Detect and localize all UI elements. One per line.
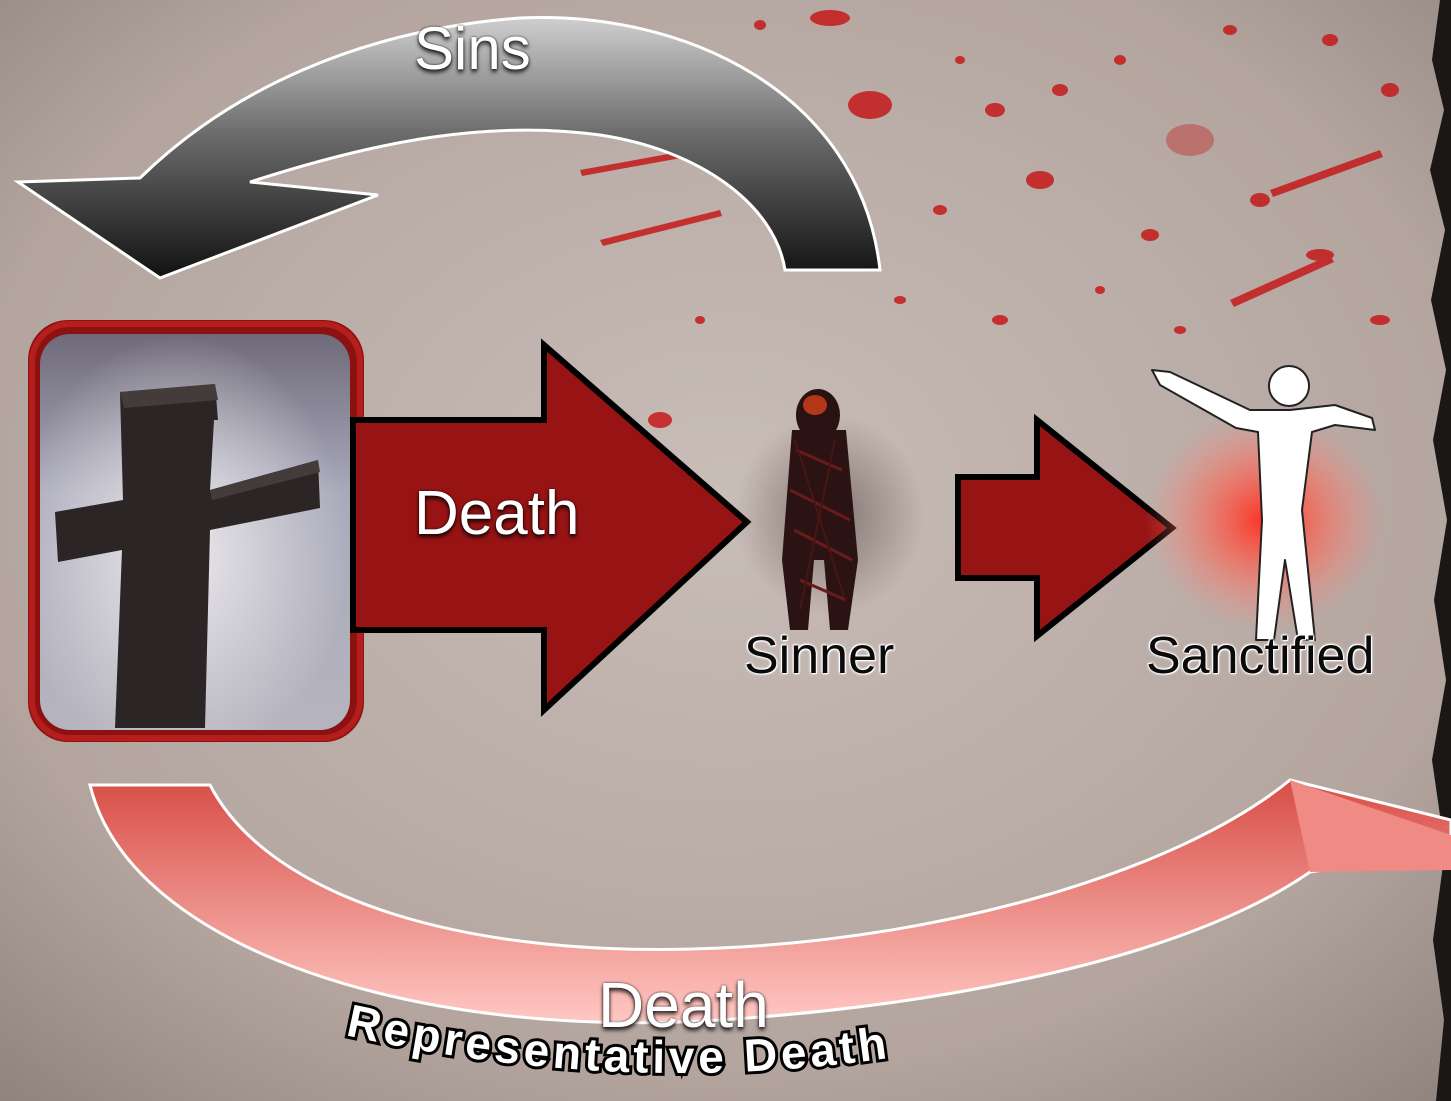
cross-photo bbox=[28, 320, 364, 742]
death-arrow-label: Death bbox=[414, 478, 579, 549]
sins-label: Sins bbox=[414, 14, 531, 83]
death-bottom-label: Death bbox=[598, 968, 769, 1042]
sinner-label: Sinner bbox=[744, 626, 894, 686]
sanctified-label: Sanctified bbox=[1146, 626, 1374, 686]
